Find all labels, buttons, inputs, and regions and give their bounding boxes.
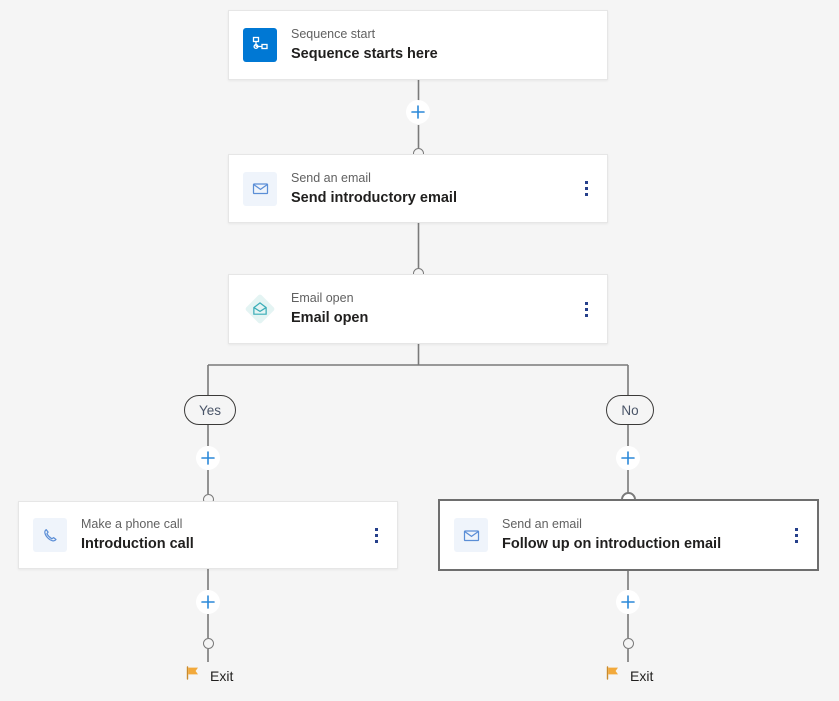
envelope-icon	[243, 171, 277, 206]
node-subtitle: Make a phone call	[81, 517, 183, 531]
exit-right: Exit	[604, 664, 653, 687]
node-introduction-call[interactable]: Make a phone call Introduction call	[18, 501, 398, 569]
node-title: Sequence starts here	[291, 46, 438, 62]
node-text: Sequence start Sequence starts here	[291, 26, 607, 64]
plus-icon	[201, 595, 215, 609]
node-subtitle: Send an email	[502, 517, 582, 531]
more-options-icon[interactable]	[573, 294, 599, 324]
connector-dot	[202, 638, 214, 649]
node-text: Send an email Send introductory email	[291, 170, 573, 208]
node-subtitle: Email open	[291, 291, 354, 305]
more-options-icon[interactable]	[363, 520, 389, 550]
branch-label-no-text: No	[621, 402, 639, 418]
node-subtitle: Sequence start	[291, 27, 376, 41]
more-options-icon[interactable]	[573, 174, 599, 204]
exit-left: Exit	[184, 664, 233, 687]
node-send-introductory-email[interactable]: Send an email Send introductory email	[228, 154, 608, 223]
node-title: Send introductory email	[291, 189, 457, 206]
plus-icon	[411, 105, 425, 119]
flag-icon	[184, 664, 202, 687]
plus-icon	[621, 451, 635, 465]
more-options-icon[interactable]	[783, 520, 809, 550]
phone-icon	[33, 518, 67, 552]
add-step-button-after-followup[interactable]	[616, 590, 640, 614]
node-follow-up-on-introduction-email[interactable]: Send an email Follow up on introduction …	[438, 499, 819, 571]
envelope-open-icon	[243, 292, 277, 326]
node-text: Make a phone call Introduction call	[81, 516, 363, 554]
node-sequence-start[interactable]: Sequence start Sequence starts here	[228, 10, 608, 80]
add-step-button-no-branch[interactable]	[616, 446, 640, 470]
node-title: Email open	[291, 310, 369, 326]
plus-icon	[621, 595, 635, 609]
flag-icon	[604, 664, 622, 687]
branch-label-yes-text: Yes	[199, 402, 222, 418]
exit-label: Exit	[210, 667, 234, 684]
node-title: Introduction call	[81, 536, 194, 552]
node-subtitle: Send an email	[291, 170, 371, 185]
branch-label-yes[interactable]: Yes	[184, 395, 237, 425]
add-step-button-after-call[interactable]	[196, 590, 220, 614]
exit-label: Exit	[630, 667, 654, 684]
add-step-button-after-start[interactable]	[406, 100, 430, 124]
plus-icon	[201, 451, 215, 465]
connector-dot	[622, 638, 634, 649]
branch-label-no[interactable]: No	[606, 395, 654, 425]
sitemap-icon	[243, 28, 277, 62]
node-title: Follow up on introduction email	[502, 536, 722, 552]
envelope-icon	[454, 518, 488, 552]
node-email-open[interactable]: Email open Email open	[228, 274, 608, 344]
node-text: Send an email Follow up on introduction …	[502, 516, 783, 554]
add-step-button-yes-branch[interactable]	[196, 446, 220, 470]
node-text: Email open Email open	[291, 290, 573, 328]
